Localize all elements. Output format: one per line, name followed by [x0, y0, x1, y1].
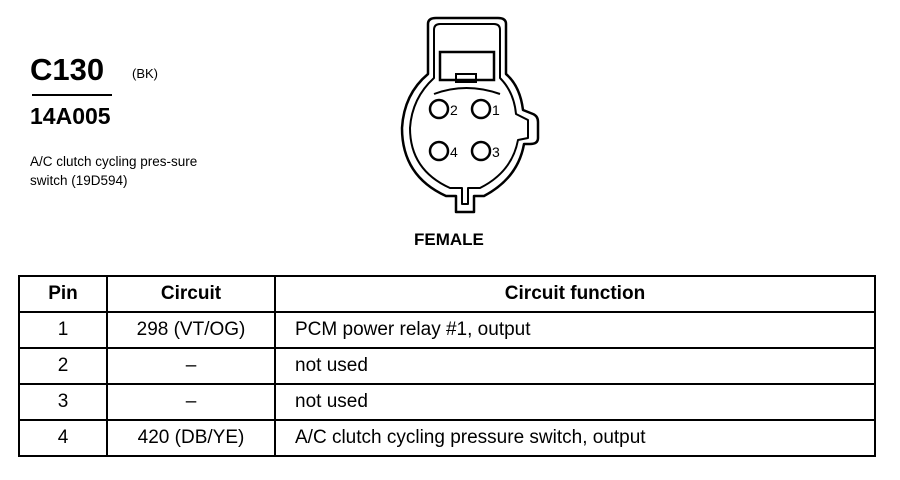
pin-4-cavity: [428, 140, 450, 162]
circuit-function-cell: A/C clutch cycling pressure switch, outp…: [274, 419, 876, 457]
pin-cell: 4: [18, 419, 108, 457]
table-row: 3 – not used: [18, 383, 876, 421]
connector-inner-outline: [409, 23, 529, 205]
circuit-cell: 420 (DB/YE): [106, 419, 276, 457]
connector-latch-window: [438, 50, 496, 82]
connector-face-diagram: 2 1 4 3: [400, 16, 540, 214]
connector-housing: [400, 16, 540, 214]
pin-1-label: 1: [492, 102, 500, 118]
table-row: 2 – not used: [18, 347, 876, 385]
circuit-cell: –: [106, 383, 276, 421]
column-header-circuit: Circuit: [106, 275, 276, 313]
column-header-pin: Pin: [18, 275, 108, 313]
circuit-cell: 298 (VT/OG): [106, 311, 276, 349]
connector-latch-tab: [455, 73, 477, 83]
table-row: 4 420 (DB/YE) A/C clutch cycling pressur…: [18, 419, 876, 457]
connector-latch-ramp: [433, 87, 501, 95]
circuit-function-cell: PCM power relay #1, output: [274, 311, 876, 349]
pin-3-cavity: [470, 140, 492, 162]
title-rule: [32, 94, 112, 96]
circuit-function-cell: not used: [274, 347, 876, 385]
connector-description: A/C clutch cycling pres-sure switch (19D…: [30, 154, 198, 188]
pin-2-label: 2: [450, 102, 458, 118]
connector-color: (BK): [132, 66, 158, 81]
pin-2-cavity: [428, 98, 450, 120]
circuit-function-cell: not used: [274, 383, 876, 421]
pin-table: Pin Circuit Circuit function 1 298 (VT/O…: [18, 275, 876, 457]
column-header-circuit-function: Circuit function: [274, 275, 876, 313]
pin-1-cavity: [470, 98, 492, 120]
table-row: 1 298 (VT/OG) PCM power relay #1, output: [18, 311, 876, 349]
pin-cell: 2: [18, 347, 108, 385]
part-number: 14A005: [30, 103, 111, 129]
pin-cell: 1: [18, 311, 108, 349]
connector-id: C130: [30, 52, 105, 87]
circuit-cell: –: [106, 347, 276, 385]
connector-gender-label: FEMALE: [414, 230, 484, 249]
pin-3-label: 3: [492, 144, 500, 160]
table-header-row: Pin Circuit Circuit function: [18, 275, 876, 313]
pin-4-label: 4: [450, 144, 458, 160]
pin-cell: 3: [18, 383, 108, 421]
